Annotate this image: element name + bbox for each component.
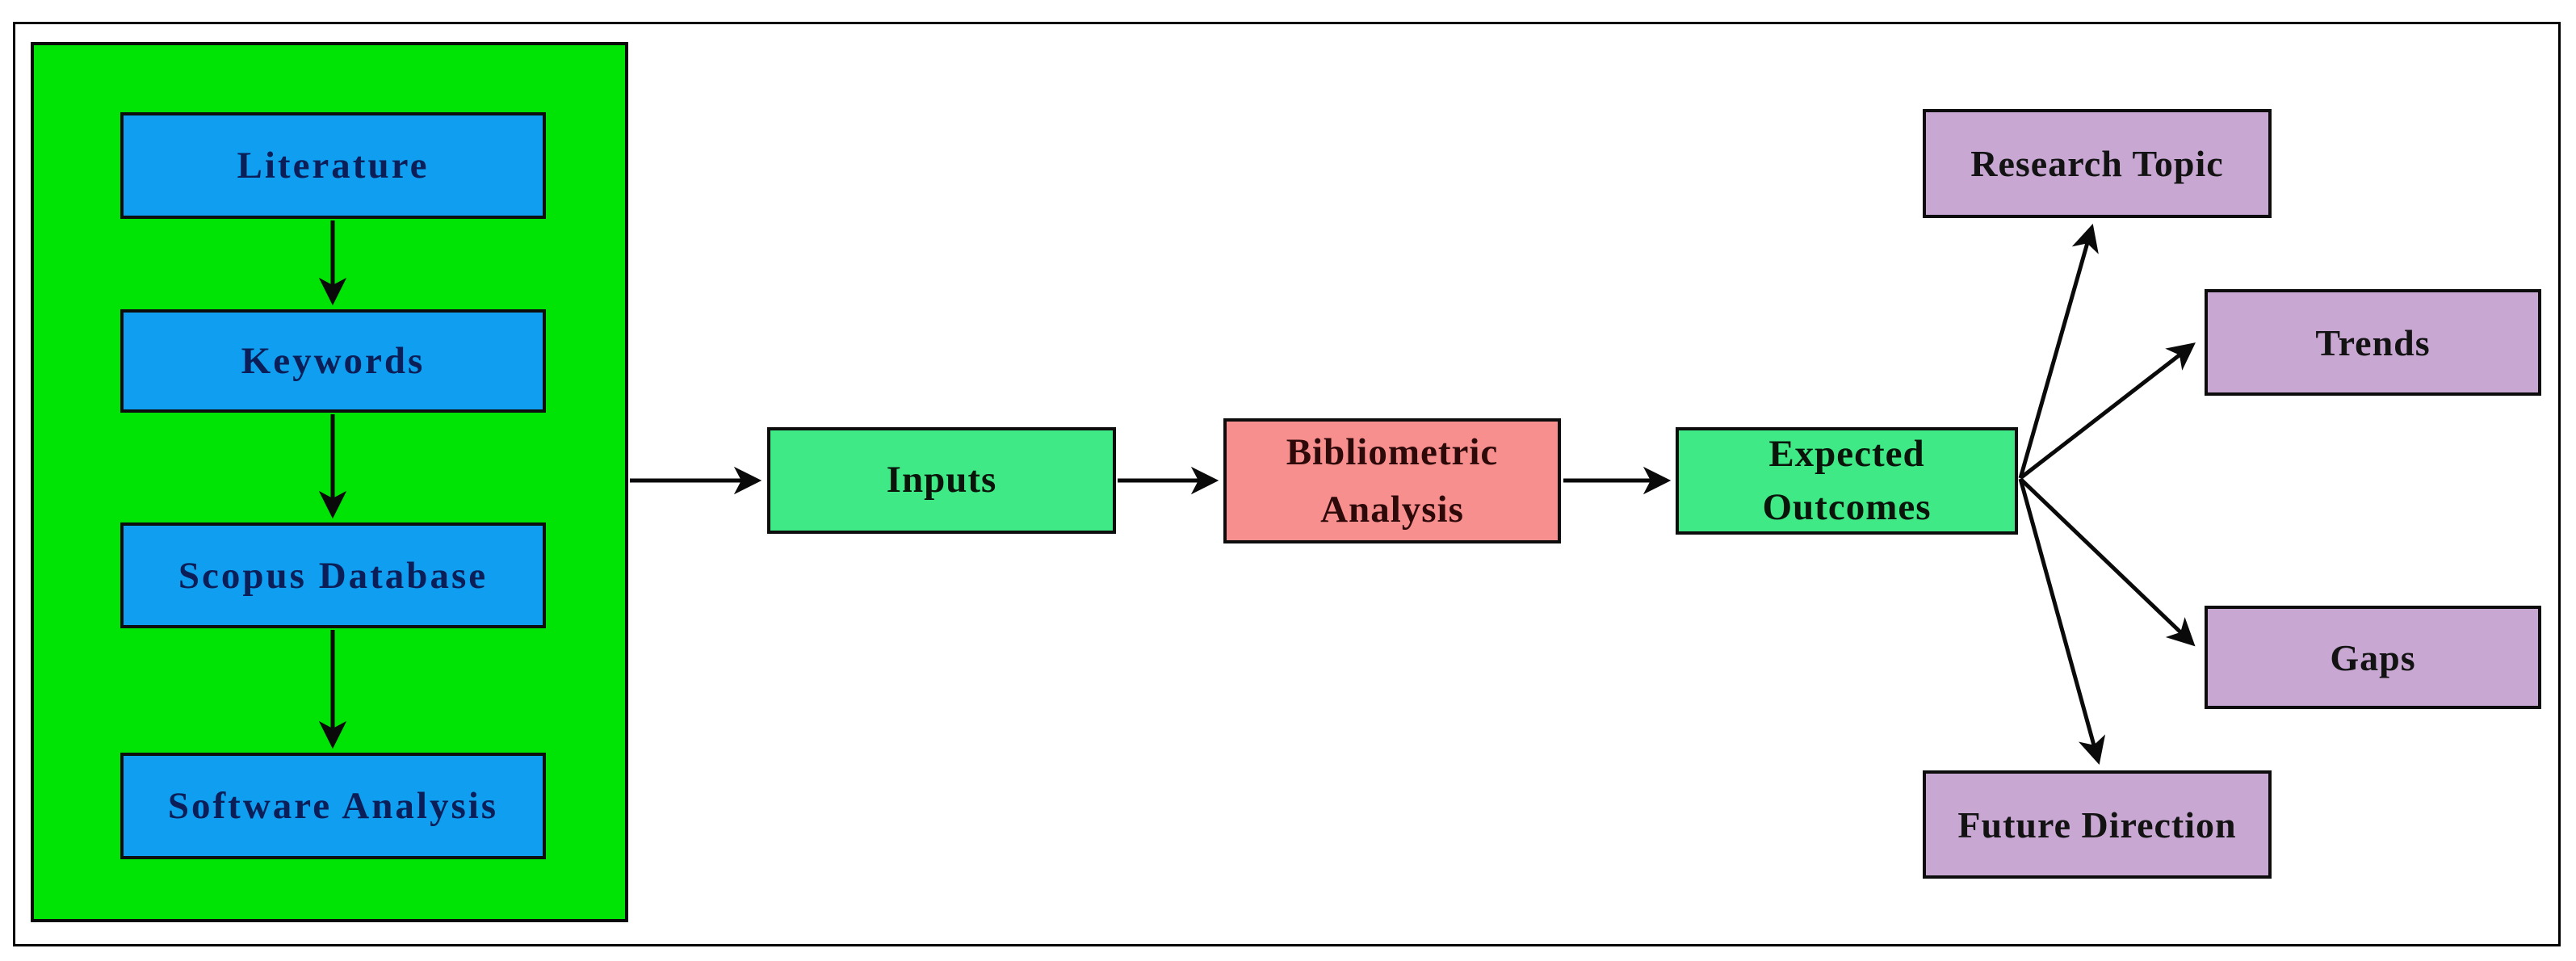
node-trends-label: Trends <box>2315 321 2431 363</box>
node-scopus-database: Scopus Database <box>120 522 546 628</box>
node-software-analysis: Software Analysis <box>120 753 546 859</box>
node-inputs: Inputs <box>767 427 1116 534</box>
node-future-direction-label: Future Direction <box>1957 804 2237 846</box>
node-research-topic: Research Topic <box>1923 109 2272 218</box>
node-bibliometric-analysis-label: Bibliometric Analysis <box>1286 431 1499 531</box>
node-gaps-label: Gaps <box>2330 636 2416 678</box>
node-literature-label: Literature <box>237 145 430 187</box>
node-keywords: Keywords <box>120 309 546 413</box>
node-keywords-label: Keywords <box>241 340 426 382</box>
node-gaps: Gaps <box>2205 606 2541 709</box>
node-expected-outcomes: Expected Outcomes <box>1676 427 2018 535</box>
node-bibliometric-analysis: Bibliometric Analysis <box>1223 418 1561 543</box>
node-research-topic-label: Research Topic <box>1970 143 2224 184</box>
node-software-analysis-label: Software Analysis <box>167 785 499 827</box>
node-inputs-label: Inputs <box>886 459 997 501</box>
node-scopus-database-label: Scopus Database <box>178 554 489 597</box>
node-trends: Trends <box>2205 289 2541 396</box>
node-expected-outcomes-label: Expected Outcomes <box>1762 432 1932 528</box>
node-literature: Literature <box>120 112 546 219</box>
node-future-direction: Future Direction <box>1923 770 2272 879</box>
